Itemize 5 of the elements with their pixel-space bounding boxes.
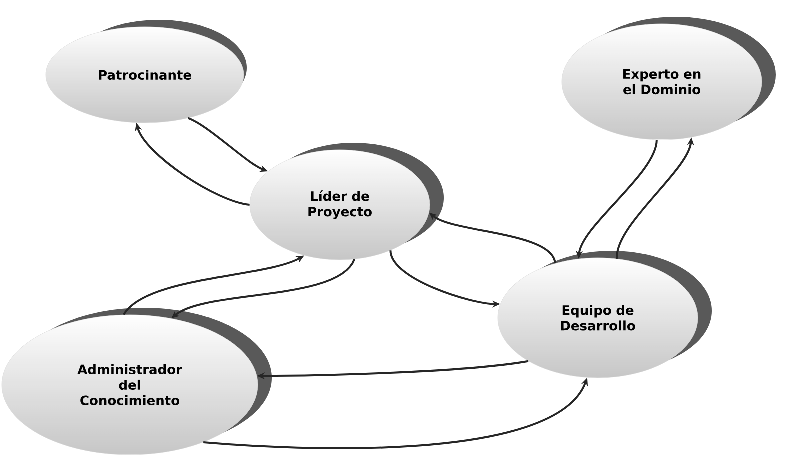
ellipse-node: Equipo de Desarrollo xyxy=(498,251,712,378)
ellipse-node: Líder de Proyecto xyxy=(250,143,444,260)
ellipse-node: Administrador del Conocimiento xyxy=(2,308,272,456)
ellipse-node: Patrocinante xyxy=(46,20,247,124)
ellipse-node: Experto en el Dominio xyxy=(562,17,776,140)
